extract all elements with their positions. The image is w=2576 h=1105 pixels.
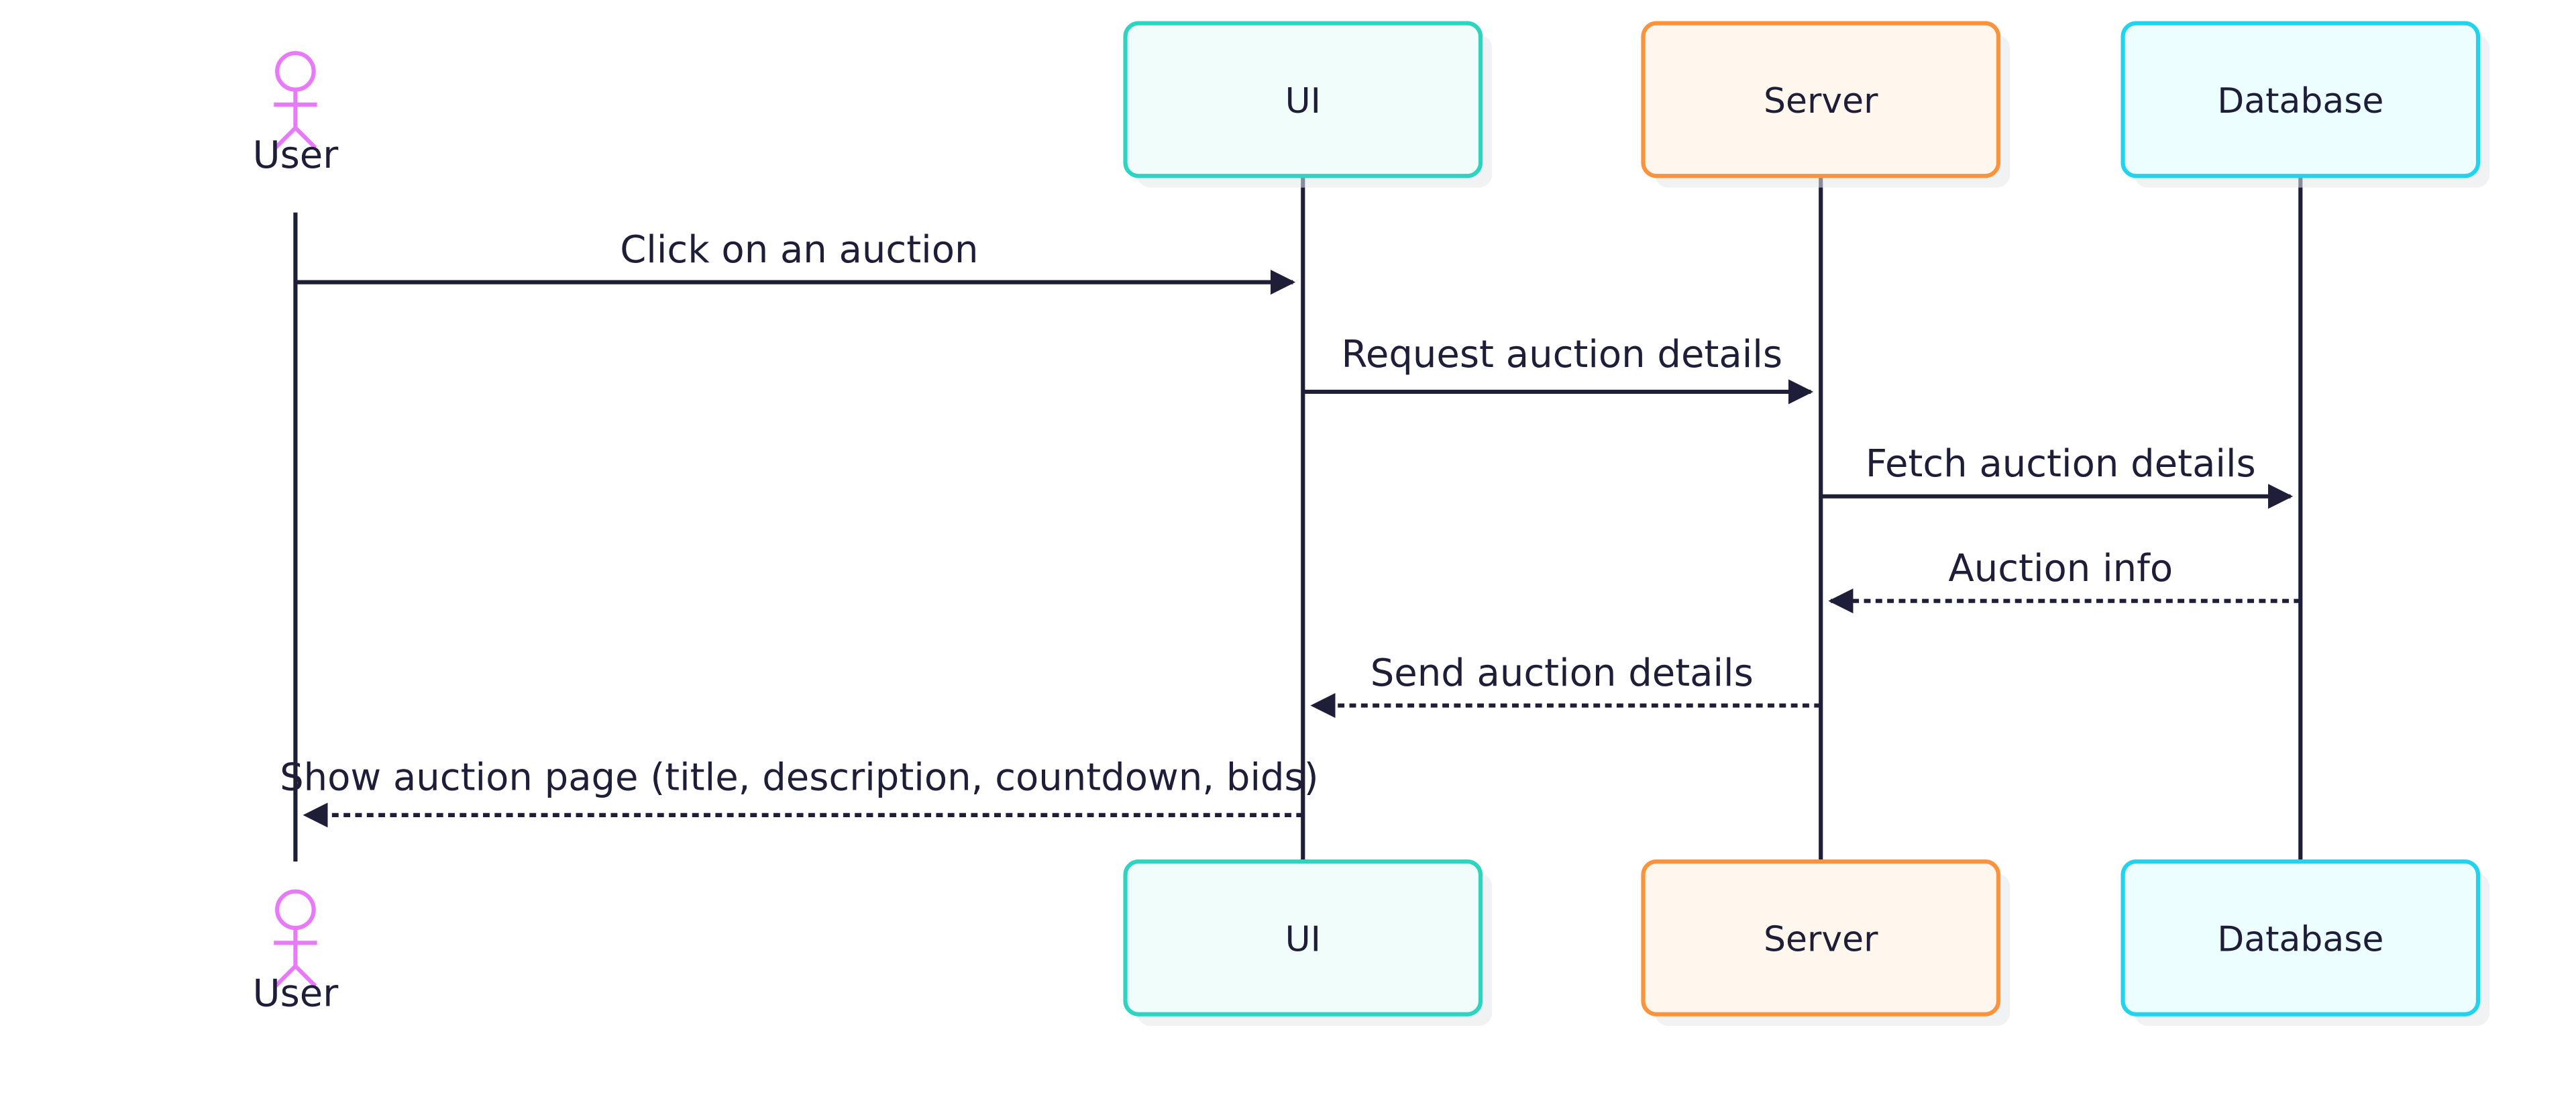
participant-box xyxy=(1641,21,2001,178)
message-2: Request auction details xyxy=(1303,333,1814,405)
participant-box xyxy=(1123,21,1483,178)
message-6: Show auction page (title, description, c… xyxy=(280,756,1319,828)
participant-ui-top: UI xyxy=(1123,21,1493,188)
participant-label: Database xyxy=(2217,920,2383,960)
message-1: Click on an auction xyxy=(295,228,1296,295)
message-label: Show auction page (title, description, c… xyxy=(280,756,1319,800)
message-label: Request auction details xyxy=(1341,333,1782,376)
participant-label: UI xyxy=(1285,81,1321,121)
message-5: Send auction details xyxy=(1310,651,1821,719)
actor-user-bottom: User xyxy=(253,889,339,1015)
message-label: Fetch auction details xyxy=(1866,442,2256,486)
person-icon xyxy=(274,889,317,988)
participant-ui-bottom: UI xyxy=(1123,859,1493,1027)
actor-label: User xyxy=(253,134,339,177)
lifelines xyxy=(293,177,2303,862)
actor-label: User xyxy=(253,971,339,1015)
actor-user-top: User xyxy=(253,51,339,177)
participant-label: UI xyxy=(1285,920,1321,960)
participant-box xyxy=(1641,859,2001,1016)
participant-server-bottom: Server xyxy=(1641,859,2010,1027)
message-label: Send auction details xyxy=(1371,651,1754,695)
participant-label: Server xyxy=(1764,920,1878,960)
participant-box xyxy=(2121,859,2481,1016)
participant-box xyxy=(2121,21,2481,178)
participant-box xyxy=(1123,859,1483,1016)
participant-database-top: Database xyxy=(2121,21,2490,188)
participant-label: Server xyxy=(1764,81,1878,121)
participant-label: Database xyxy=(2217,81,2383,121)
participant-database-bottom: Database xyxy=(2121,859,2490,1027)
message-3: Fetch auction details xyxy=(1821,442,2294,509)
participant-server-top: Server xyxy=(1641,21,2010,188)
message-4: Auction info xyxy=(1828,547,2301,614)
message-label: Click on an auction xyxy=(620,228,978,272)
message-label: Auction info xyxy=(1948,547,2173,590)
person-icon xyxy=(274,51,317,150)
